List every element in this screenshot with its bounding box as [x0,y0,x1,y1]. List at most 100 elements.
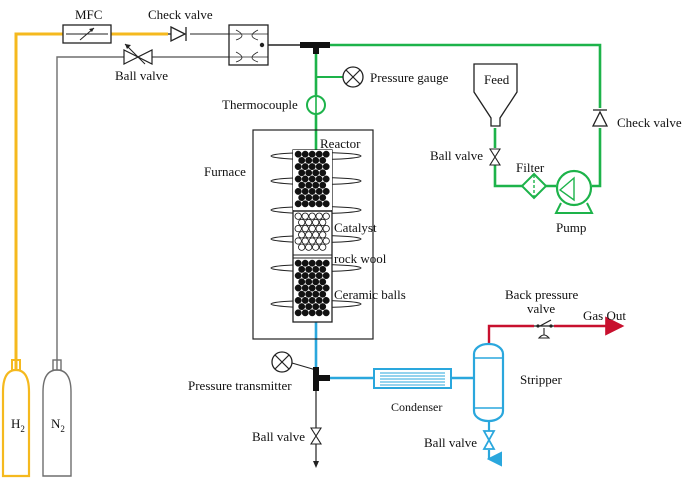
ceramic-ball [315,284,323,292]
ball-valve-bottom [310,427,322,445]
back-pressure-label-line1: Back pressure [505,287,579,302]
bottom-tee-fitting [313,367,330,391]
catalyst-pellet [294,225,302,233]
ceramic-ball [294,296,302,304]
catalyst-pellet [305,218,313,226]
ceramic-ball [315,309,323,317]
ceramic-ball [322,163,330,171]
ceramic-ball [308,272,316,280]
ceramic-ball [298,169,306,177]
ceramic-ball [322,150,330,158]
ceramic-ball [315,163,323,171]
catalyst-pellet [305,243,313,251]
ceramic-ball [298,278,306,286]
ceramic-ball [298,181,306,189]
ceramic-ball [305,181,313,189]
ceramic-ball [301,175,309,183]
ceramic-ball [301,272,309,280]
hydrogen-line [14,32,168,370]
ceramic-ball [319,303,327,311]
ceramic-ball [294,187,302,195]
pressure-transmitter [271,351,293,373]
catalyst-pellet [294,212,302,220]
gas-out-label: Gas Out [583,308,626,323]
catalyst-pellet [301,212,309,220]
catalyst-pellet [301,225,309,233]
ceramic-ball [319,181,327,189]
ceramic-ball [319,194,327,202]
ceramic-ball [322,259,330,267]
catalyst-pellet [308,225,316,233]
nitrogen-line [56,56,229,370]
furnace-label: Furnace [204,164,246,179]
cylinder-n2-label: N2 [51,416,65,434]
ceramic-ball [322,309,330,317]
ceramic-ball [315,296,323,304]
catalyst-pellet [322,212,330,220]
ceramic-ball [312,181,320,189]
ceramic-ball [294,309,302,317]
catalyst-pellet [294,237,302,245]
ceramic-ball [319,156,327,164]
catalyst-pellet [319,243,327,251]
ceramic-ball [312,278,320,286]
ceramic-ball [322,187,330,195]
ceramic-ball [322,296,330,304]
filter [520,172,548,200]
ceramic-ball [301,150,309,158]
ceramic-ball [308,175,316,183]
ceramic-ball [294,200,302,208]
filter-label: Filter [516,160,545,175]
ceramic-ball [308,259,316,267]
ball-valve-stripper [482,430,496,450]
pressure-gauge [342,66,364,88]
ceramic-ball [294,163,302,171]
stripper [472,342,505,423]
catalyst-pellet [298,243,306,251]
ceramic-ball [312,303,320,311]
catalyst-pellet [298,218,306,226]
catalyst-pellet [322,237,330,245]
ceramic-ball [308,284,316,292]
ceramic-ball [305,156,313,164]
condenser [373,368,452,389]
catalyst-pellet [319,218,327,226]
ceramic-ball [315,175,323,183]
ceramic-balls-top [294,150,330,208]
check-valve-right [591,109,609,127]
reactor-tube [292,149,333,323]
bottom-drain-arrow [313,461,319,468]
ceramic-balls-bottom [294,259,330,317]
ceramic-ball [319,169,327,177]
feed-main-line [330,43,602,188]
feed-outlet-line [493,128,556,188]
ceramic-ball [301,259,309,267]
ceramic-ball [319,290,327,298]
ceramic-ball [322,272,330,280]
ceramic-ball [294,175,302,183]
cylinder-h2-label: H2 [11,416,25,434]
catalyst-pellet [298,231,306,239]
ceramic-ball [305,278,313,286]
ceramic-ball [305,303,313,311]
ceramic-ball [312,290,320,298]
ceramic-ball [301,200,309,208]
gas-out-line [487,326,622,344]
ball-valve-feed [489,148,501,166]
ceramic-ball [294,284,302,292]
ceramic-ball [308,163,316,171]
ceramic-ball [322,175,330,183]
mfc-label: MFC [75,7,102,22]
catalyst-pellet [312,231,320,239]
catalyst-pellet [315,237,323,245]
ceramic-ball [298,303,306,311]
ceramic-ball [305,265,313,273]
top-tee-fitting [300,42,330,54]
ceramic-ball [298,265,306,273]
ceramic-ball [308,200,316,208]
rock-wool-label: rock wool [334,251,387,266]
back-pressure-valve [534,319,554,339]
catalyst-bed [294,212,330,251]
thermocouple [306,95,326,115]
reactor-label: Reactor [320,136,361,151]
